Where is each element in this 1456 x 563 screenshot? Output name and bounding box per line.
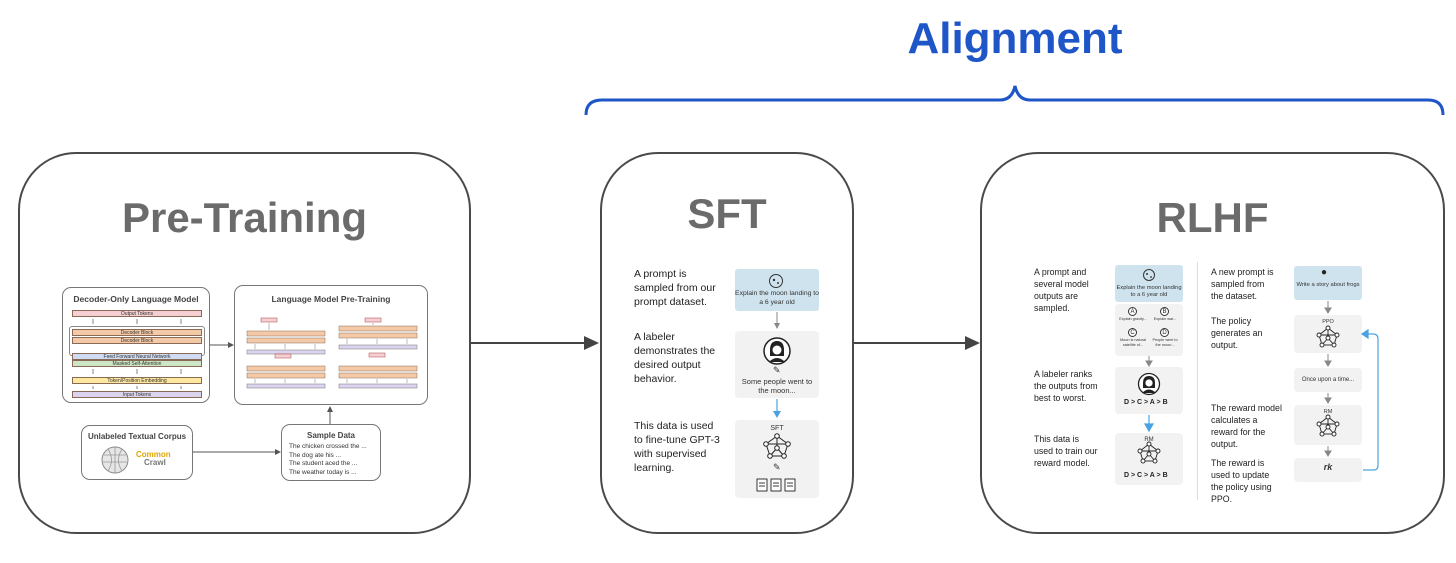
alignment-title: Alignment	[907, 14, 1123, 63]
sft-title: SFT	[687, 190, 767, 237]
story-prompt-card: Write a story about frogs	[1294, 266, 1362, 300]
feed-forward-bar: Feed Forward Neural Network	[72, 353, 202, 360]
ranking-text: D > C > A > B	[1124, 472, 1168, 479]
story-output: Once upon a time...	[1301, 377, 1355, 383]
ppo-label: PPO	[1322, 319, 1334, 325]
sample-line: The weather today is ...	[289, 468, 357, 476]
rm-network-icon	[1316, 414, 1340, 437]
ppo-network-icon	[1316, 325, 1340, 348]
crawl-word-1: Common	[136, 450, 171, 459]
rlhf-step-7: The reward is used to update the policy …	[1211, 458, 1272, 504]
crawl-word-2: Crawl	[144, 458, 166, 467]
reward-card	[1294, 458, 1362, 482]
decoder-block-bar: Decoder Block	[72, 329, 202, 336]
sft-step-2: A labeler demonstrates the desired outpu…	[634, 331, 716, 385]
lm-stack-2	[338, 317, 418, 389]
rlhf-step-4: A new prompt is sampled from the dataset…	[1211, 267, 1274, 301]
rm-label: RM	[1144, 437, 1154, 443]
sample-lines: The chicken crossed the ... The dog ate …	[289, 443, 367, 477]
sample-line: The chicken crossed the ...	[289, 443, 367, 450]
lm-pretraining-box: Language Model Pre-Training	[234, 285, 428, 405]
sft-prompt-card: Explain the moon landing to a 6 year old	[735, 269, 819, 311]
rlhf-step-5: The policy generates an output.	[1211, 316, 1263, 350]
reward-symbol: rk	[1323, 462, 1333, 472]
rlhf-step-2: A labeler ranks the outputs from best to…	[1034, 369, 1098, 403]
wikipedia-globe-icon	[101, 446, 129, 474]
output-tokens-bar: Output Tokens	[72, 310, 202, 317]
arrowhead-sft	[584, 336, 599, 350]
pretraining-title: Pre-Training	[121, 194, 368, 241]
common-crawl-logo: Common Crawl	[136, 451, 171, 467]
sft-documents-icon	[756, 478, 796, 492]
rlhf-divider	[1197, 262, 1198, 500]
rlhf-step-6: The reward model calculates a reward for…	[1211, 403, 1282, 449]
decoder-block-bar: Decoder Block	[72, 337, 202, 344]
frog-icon: ●	[1321, 267, 1328, 278]
rlhf-step-1: A prompt and several model outputs are s…	[1034, 267, 1089, 313]
moon-icon	[769, 274, 783, 288]
sft-step-3: This data is used to fine-tune GPT-3 wit…	[634, 420, 720, 474]
output-text: Explain gravity...	[1119, 317, 1147, 321]
sample-line: The dog ate his ...	[289, 451, 342, 459]
corpus-title: Unlabeled Textual Corpus	[87, 432, 187, 441]
embedding-bar: Token/Position Embedding	[72, 377, 202, 384]
lm-pretraining-diagram	[246, 317, 418, 389]
sft-step-1: A prompt is sampled from our prompt data…	[634, 268, 716, 308]
rlhf-outputs-card	[1115, 304, 1183, 356]
input-tokens-bar: Input Tokens	[72, 391, 202, 398]
lm-stack-1	[246, 317, 326, 389]
output-option-d: D People went to the moon...	[1150, 328, 1180, 354]
rm-label: RM	[1323, 409, 1333, 415]
decoder-model-box: Decoder-Only Language Model Output Token…	[62, 287, 210, 403]
sft-model-label: SFT	[770, 425, 784, 432]
output-text: Explain war...	[1153, 317, 1177, 321]
pencil-icon: ✎	[773, 462, 781, 472]
sample-data-title: Sample Data	[306, 431, 356, 440]
sft-answer: Some people went to the moon...	[741, 377, 813, 395]
output-letter: B	[1160, 307, 1169, 316]
masked-attention-bar: Masked Self-Attention	[72, 360, 202, 367]
output-text: People went to the moon...	[1152, 338, 1178, 347]
alignment-brace	[584, 85, 1445, 116]
labeler-avatar-icon	[1137, 372, 1161, 396]
output-option-a: A Explain gravity...	[1118, 307, 1148, 329]
sft-network-icon	[763, 433, 791, 459]
decoder-model-title: Decoder-Only Language Model	[73, 294, 199, 304]
story-output-card	[1294, 368, 1362, 392]
output-letter: C	[1128, 328, 1137, 337]
sample-line: The student aced the ...	[289, 460, 358, 467]
output-option-b: B Explain war...	[1150, 307, 1180, 329]
lm-pretraining-title: Language Model Pre-Training	[271, 294, 391, 304]
decoder-arrows	[92, 319, 182, 389]
labeler-avatar-icon	[763, 337, 791, 365]
output-letter: A	[1128, 307, 1137, 316]
ranking-text: D > C > A > B	[1124, 399, 1168, 406]
moon-icon	[1143, 269, 1155, 281]
corpus-box: Unlabeled Textual Corpus Common Crawl	[81, 425, 193, 480]
rlhf-prompt-card: Explain the moon landing to a 6 year old	[1115, 265, 1183, 302]
output-option-c: C Moon is natural satellite of...	[1118, 328, 1148, 354]
output-letter: D	[1160, 328, 1169, 337]
arrowhead-rlhf	[965, 336, 980, 350]
pencil-icon: ✎	[773, 365, 781, 375]
sample-data-box: Sample Data The chicken crossed the ... …	[281, 424, 381, 481]
rlhf-labeler-network-icon	[1137, 441, 1161, 464]
rlhf-step-3: This data is used to train our reward mo…	[1034, 434, 1098, 468]
output-text: Moon is natural satellite of...	[1120, 338, 1146, 347]
rlhf-title: RLHF	[1156, 194, 1269, 241]
